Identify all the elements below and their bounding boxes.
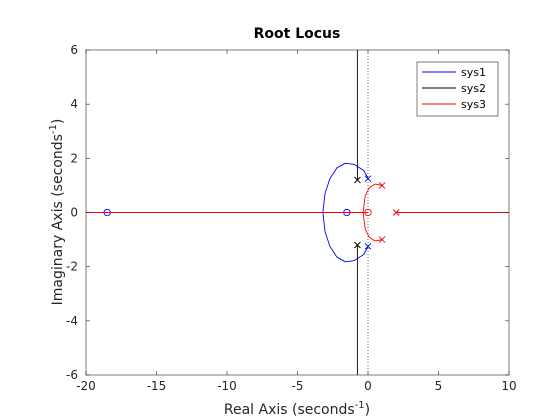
x-tick-label: 0: [364, 379, 372, 393]
sys3-pole-marker: [378, 182, 386, 189]
sys3-pole-stroke: [392, 209, 400, 216]
x-tick-label: 5: [435, 379, 443, 393]
sys3-locus-branch: [362, 183, 383, 213]
legend-label-sys3: sys3: [461, 98, 486, 111]
x-tick-label: -15: [147, 379, 167, 393]
sys1-pole-marker: [364, 243, 372, 250]
sys1-pole-stroke: [364, 175, 372, 182]
y-tick-label: -4: [66, 314, 78, 328]
sys3-pole-stroke: [378, 236, 386, 243]
legend-box: [416, 61, 499, 117]
chart-title: Root Locus: [254, 26, 341, 42]
x-tick-label: -10: [217, 379, 237, 393]
legend-label-sys2: sys2: [461, 82, 486, 95]
sys3-pole-marker: [378, 236, 386, 243]
y-tick-label: 0: [70, 206, 78, 220]
legend: sys1 sys2 sys3: [416, 61, 499, 117]
y-tick-label: 4: [70, 97, 78, 111]
sys3-pole-stroke: [378, 182, 386, 189]
legend-label-sys1: sys1: [461, 66, 486, 79]
sys2-pole-stroke: [354, 241, 361, 249]
y-tick-label: 2: [70, 151, 78, 165]
y-tick-label: -6: [66, 368, 78, 382]
x-tick-label: -5: [292, 379, 304, 393]
sys1-locus-branch: [322, 162, 369, 213]
sys1-pole-marker: [364, 175, 372, 182]
sys2-pole-marker: [354, 241, 361, 249]
y-axis-label: Imaginary Axis (seconds-1): [48, 119, 66, 306]
y-tick-label: 6: [70, 43, 78, 57]
sys3-zero-marker: [364, 208, 372, 217]
sys3-locus-branch: [362, 212, 383, 242]
sys2-pole-marker: [354, 176, 361, 184]
sys1-locus-branch: [322, 212, 369, 263]
sys2-pole-stroke: [354, 176, 361, 184]
x-axis-label: Real Axis (seconds-1): [224, 400, 370, 418]
sys3-pole-marker: [392, 209, 400, 216]
x-tick-label: 10: [501, 379, 516, 393]
plot-area: [86, 50, 509, 375]
y-tick-label: -2: [66, 260, 78, 274]
sys1-pole-stroke: [364, 243, 372, 250]
x-tick-label: -20: [76, 379, 96, 393]
